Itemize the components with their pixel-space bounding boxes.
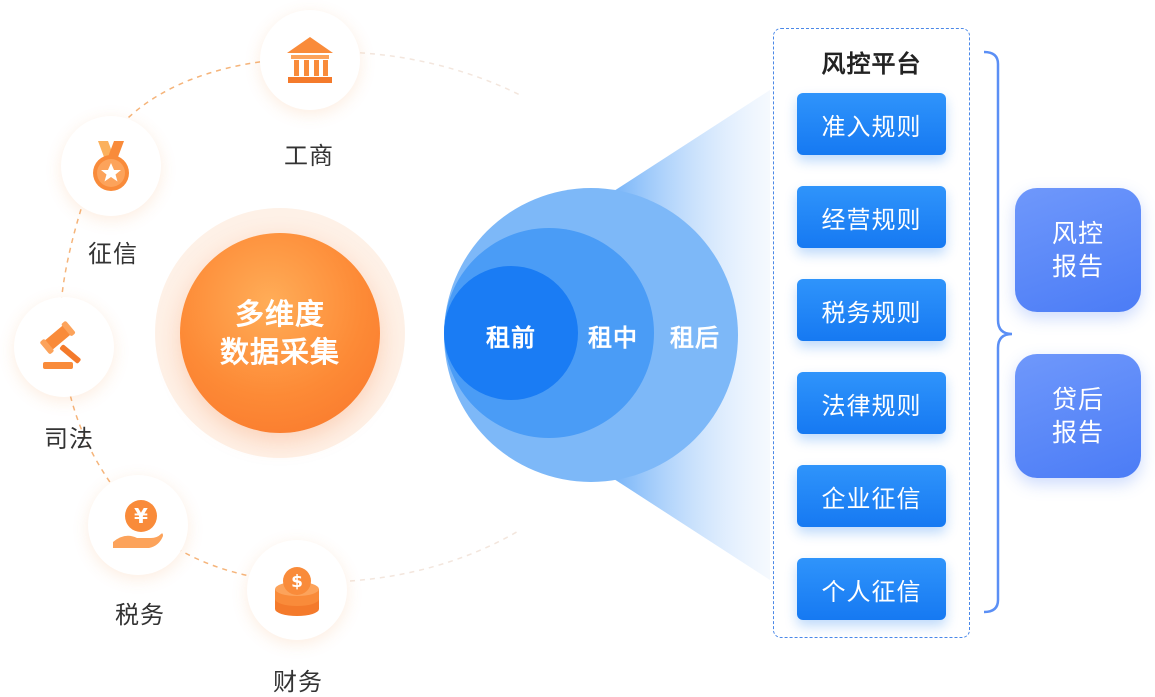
orbit-faint-path bbox=[319, 51, 521, 96]
core-line2: 数据采集 bbox=[219, 335, 340, 369]
medal-icon bbox=[93, 141, 129, 191]
coin-stack-icon: $ bbox=[275, 567, 319, 616]
source-node-zhengxin bbox=[61, 116, 161, 216]
yuan-hand-icon: ¥ bbox=[113, 500, 163, 548]
rule-legal: 法律规则 bbox=[797, 372, 946, 434]
gavel-icon bbox=[40, 321, 81, 369]
rule-operation: 经营规则 bbox=[797, 186, 946, 248]
source-node-caiwu: $ bbox=[247, 540, 347, 640]
post-loan-report-line1: 贷后 bbox=[1051, 385, 1104, 414]
source-node-gongshang bbox=[260, 10, 360, 110]
rule-personal-credit: 个人征信 bbox=[797, 558, 946, 620]
post-loan-report-card: 贷后 报告 bbox=[1015, 354, 1141, 478]
source-node-shuiwu: ¥ bbox=[88, 475, 188, 575]
svg-text:¥: ¥ bbox=[134, 504, 148, 528]
risk-report-line1: 风控 bbox=[1051, 219, 1104, 248]
risk-platform-panel bbox=[773, 28, 970, 638]
risk-report-card: 风控 报告 bbox=[1015, 188, 1141, 312]
risk-report-line2: 报告 bbox=[1051, 252, 1104, 281]
orbit-faint-path-bottom bbox=[319, 529, 521, 583]
rule-access: 准入规则 bbox=[797, 93, 946, 155]
svg-text:$: $ bbox=[291, 572, 303, 592]
rule-tax: 税务规则 bbox=[797, 279, 946, 341]
source-label-sifa: 司法 bbox=[44, 425, 94, 453]
source-label-zhengxin: 征信 bbox=[88, 240, 138, 268]
source-label-shuiwu: 税务 bbox=[115, 601, 165, 629]
platform-title: 风控平台 bbox=[821, 50, 922, 78]
post-loan-report-line2: 报告 bbox=[1051, 418, 1104, 447]
source-label-caiwu: 财务 bbox=[273, 668, 323, 696]
stage-label-after: 租后 bbox=[670, 324, 720, 352]
source-label-gongshang: 工商 bbox=[284, 142, 334, 170]
source-node-sifa bbox=[14, 297, 114, 397]
bank-icon bbox=[287, 37, 333, 83]
data-collection-core: 多维度 数据采集 bbox=[180, 233, 380, 433]
brace-bracket bbox=[983, 50, 1013, 614]
rule-enterprise-credit: 企业征信 bbox=[797, 465, 946, 527]
core-line1: 多维度 bbox=[234, 297, 325, 331]
stage-circle-before bbox=[444, 266, 578, 400]
stage-label-before: 租前 bbox=[486, 324, 536, 352]
stage-label-during: 租中 bbox=[588, 324, 638, 352]
